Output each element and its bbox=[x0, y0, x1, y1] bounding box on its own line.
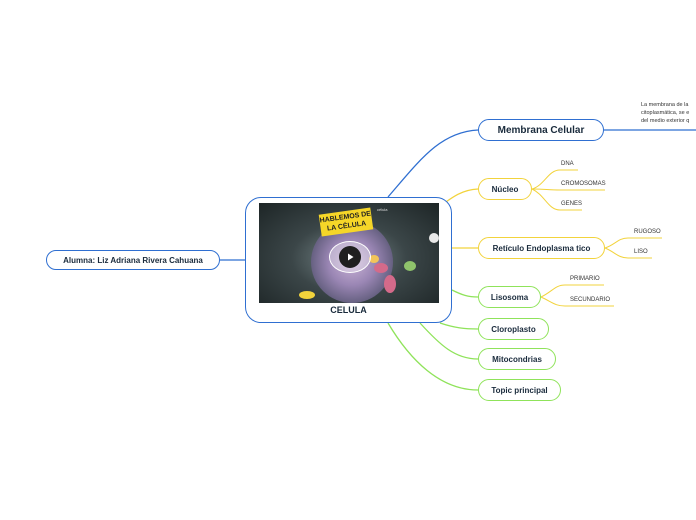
organelle-shape bbox=[369, 255, 379, 263]
topic-lisosoma-label: Lisosoma bbox=[490, 292, 529, 302]
topic-principal[interactable]: Topic principal bbox=[478, 379, 561, 401]
organelle-shape bbox=[384, 275, 396, 293]
topic-membrana-label: Membrana Celular bbox=[497, 124, 585, 136]
topic-lisosoma[interactable]: Lisosoma bbox=[478, 286, 541, 308]
play-icon bbox=[348, 253, 354, 261]
organelle-shape bbox=[299, 291, 315, 299]
student-label: Alumna: Liz Adriana Rivera Cahuana bbox=[63, 255, 203, 265]
topic-cloroplasto[interactable]: Cloroplasto bbox=[478, 318, 549, 340]
membrana-description: La membrana de la citoplasmática, se e d… bbox=[641, 102, 690, 124]
topic-cloroplasto-label: Cloroplasto bbox=[491, 324, 536, 334]
video-tag: célula bbox=[377, 207, 388, 212]
nucleo-child-dna[interactable]: DNA bbox=[561, 161, 574, 167]
central-node[interactable]: HABLEMOS DE LA CÉLULA célula CELULA bbox=[245, 197, 452, 323]
reticulo-child-rugoso[interactable]: RUGOSO bbox=[634, 229, 661, 235]
topic-mitocondrias[interactable]: Mitocondrias bbox=[478, 348, 556, 370]
organelle-shape bbox=[374, 263, 388, 273]
nucleo-child-genes[interactable]: GENES bbox=[561, 201, 583, 207]
topic-principal-label: Topic principal bbox=[491, 385, 548, 395]
play-overlay[interactable] bbox=[329, 241, 371, 273]
topic-membrana[interactable]: Membrana Celular bbox=[478, 119, 604, 141]
topic-reticulo-label: Retículo Endoplasma tico bbox=[492, 243, 591, 253]
lisosoma-child-secundario[interactable]: SECUNDARIO bbox=[570, 297, 611, 303]
reticulo-child-liso[interactable]: LISO bbox=[634, 249, 648, 255]
topic-nucleo-label: Núcleo bbox=[491, 184, 519, 194]
topic-nucleo[interactable]: Núcleo bbox=[478, 178, 532, 200]
play-button[interactable] bbox=[339, 246, 361, 268]
topic-mitocondrias-label: Mitocondrias bbox=[492, 354, 542, 364]
video-caption: HABLEMOS DE LA CÉLULA bbox=[319, 210, 372, 233]
student-node[interactable]: Alumna: Liz Adriana Rivera Cahuana bbox=[46, 250, 220, 270]
organelle-shape bbox=[429, 233, 439, 243]
video-thumbnail[interactable]: HABLEMOS DE LA CÉLULA célula bbox=[259, 203, 439, 303]
topic-reticulo[interactable]: Retículo Endoplasma tico bbox=[478, 237, 605, 259]
lisosoma-child-primario[interactable]: PRIMARIO bbox=[570, 276, 600, 282]
nucleo-child-cromosomas[interactable]: CROMOSOMAS bbox=[561, 181, 606, 187]
central-title: CELULA bbox=[330, 305, 367, 315]
organelle-shape bbox=[404, 261, 416, 271]
